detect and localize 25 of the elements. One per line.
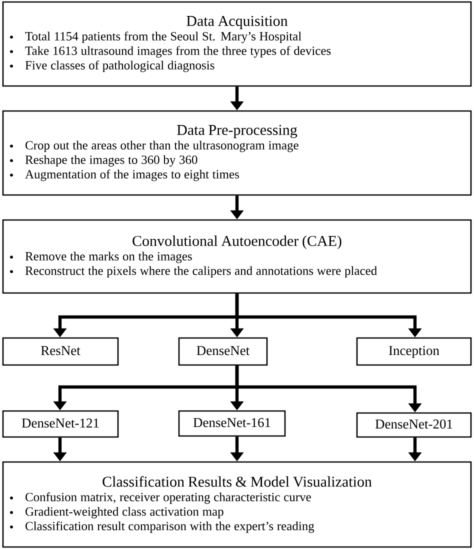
model-box: Inception <box>356 337 472 366</box>
box-heading: Convolutional Autoencoder (CAE) <box>132 235 342 250</box>
model-box: DenseNet-201 <box>356 412 472 438</box>
bullet-item: Five classes of pathological diagnosis <box>25 60 214 72</box>
box-heading: Data Pre-processing <box>177 124 298 138</box>
process-box <box>2 219 472 294</box>
model-box: DenseNet-121 <box>2 410 119 438</box>
process-box <box>2 461 472 548</box>
box-heading: Data Acquisition <box>186 16 288 30</box>
bullet-item: Take 1613 ultrasound images from the three types of devices <box>25 46 331 58</box>
box-heading: Classification Results & Model Visualization <box>102 476 372 487</box>
model-box: DenseNet <box>178 337 268 366</box>
bullet-item: Confusion matrix, receiver operating characteristic curve <box>26 492 311 504</box>
bullet-item: Reshape the images to 360 by 360 <box>25 155 198 167</box>
bullet-item: Augmentation of the images to eight times <box>25 170 239 182</box>
bullet-item: Classification result comparison with the expert’s reading <box>26 521 314 533</box>
bullet-item: Remove the marks on the images <box>25 252 192 264</box>
bullet-item: Reconstruct the pixels where the calipers and annotations were placed <box>25 266 377 278</box>
bullet-item: Crop out the areas other than the ultrasonogram image <box>26 140 298 152</box>
model-box: DenseNet-161 <box>178 410 286 437</box>
bullet-item: Gradient-weighted class activation map <box>26 507 224 518</box>
process-box <box>2 110 472 196</box>
model-box: ResNet <box>2 337 119 366</box>
bullet-item: Total 1154 patients from the Seoul St. Mary’s Hospital <box>25 32 302 44</box>
process-box <box>2 1 472 87</box>
